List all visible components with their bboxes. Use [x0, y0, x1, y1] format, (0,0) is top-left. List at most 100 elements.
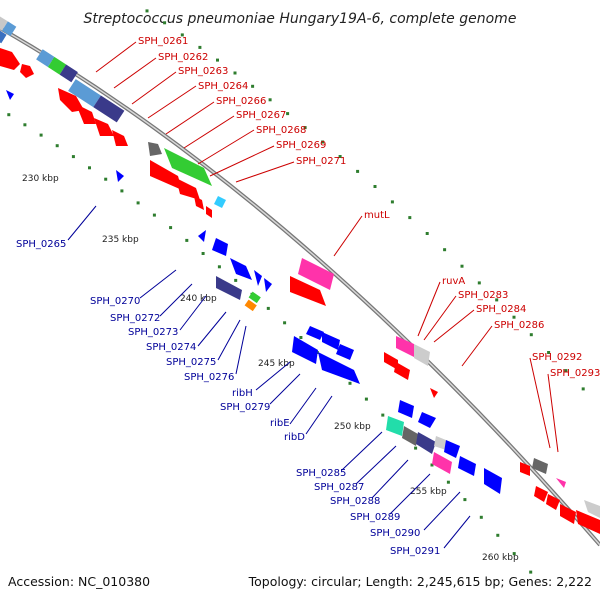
gene-label-sph0274[interactable]: SPH_0274	[146, 342, 196, 353]
gene-label-sph0292[interactable]: SPH_0292	[532, 352, 582, 363]
tick-dot	[446, 480, 450, 484]
tick-dot	[233, 71, 237, 75]
tick-dot	[348, 381, 352, 385]
tick-dot	[425, 232, 429, 235]
gene-label-ruva[interactable]: ruvA	[442, 276, 465, 287]
tick-dot	[430, 463, 434, 467]
tick-dot	[373, 185, 377, 188]
tick-dot	[23, 123, 27, 127]
gene-label-sph0269[interactable]: SPH_0269	[276, 140, 326, 151]
tick-dot	[443, 248, 447, 252]
tick-dot	[299, 336, 303, 339]
gene-label-sph0283[interactable]: SPH_0283	[458, 290, 508, 301]
tick-dot	[303, 126, 307, 130]
map-title: Streptococcus pneumoniae Hungary19A-6, c…	[84, 11, 517, 27]
tick-dot	[479, 515, 483, 519]
gene-label-sph0285[interactable]: SPH_0285	[296, 468, 346, 479]
gene-label-sph0289[interactable]: SPH_0289	[350, 512, 400, 523]
gene-label-sph0288[interactable]: SPH_0288	[330, 496, 380, 507]
summary-text: Topology: circular; Length: 2,245,615 bp…	[248, 574, 592, 589]
tick-dot	[268, 98, 272, 102]
tick-label: 260 kbp	[482, 553, 519, 563]
tick-dot	[198, 45, 202, 49]
gene-label-sph0272[interactable]: SPH_0272	[110, 313, 160, 324]
gene-label-sph0290[interactable]: SPH_0290	[370, 528, 420, 539]
gene-label-sph0291[interactable]: SPH_0291	[390, 546, 440, 557]
tick-dot	[88, 166, 91, 170]
tick-dot	[201, 252, 205, 255]
reverse-connectors	[67, 205, 471, 549]
gene-label-sph0262[interactable]: SPH_0262	[158, 52, 208, 63]
tick-dot	[234, 278, 238, 282]
tick-dot	[547, 351, 551, 354]
tick-dot	[216, 58, 219, 62]
gene-label-sph0276[interactable]: SPH_0276	[184, 372, 234, 383]
forward-connectors	[95, 41, 559, 453]
tick-dot	[408, 216, 412, 220]
gene-label-ribh[interactable]: ribH	[232, 388, 253, 399]
tick-dot	[55, 144, 59, 148]
gene-label-sph0273[interactable]: SPH_0273	[128, 327, 178, 338]
tick-dot	[180, 33, 184, 37]
tick-dot	[477, 281, 481, 285]
gene-label-sph0265[interactable]: SPH_0265	[16, 239, 66, 250]
accession-text: Accession: NC_010380	[8, 574, 150, 589]
tick-dot	[251, 84, 255, 88]
gene-label-sph0287[interactable]: SPH_0287	[314, 482, 364, 493]
tick-dot	[463, 498, 467, 502]
tick-dot	[185, 238, 189, 242]
tick-label: 235 kbp	[102, 235, 139, 245]
tick-dot	[7, 113, 11, 117]
tick-dot	[266, 306, 270, 310]
tick-label: 250 kbp	[334, 422, 371, 432]
gene-features	[0, 11, 600, 534]
gene-label-mutl[interactable]: mutL	[364, 210, 390, 221]
gene-label-sph0261[interactable]: SPH_0261	[138, 36, 188, 47]
gene-label-sph0275[interactable]: SPH_0275	[166, 357, 216, 368]
gene-label-sph0268[interactable]: SPH_0268	[256, 125, 306, 136]
gene-label-sph0270[interactable]: SPH_0270	[90, 296, 140, 307]
gene-label-sph0266[interactable]: SPH_0266	[216, 96, 266, 107]
tick-dot	[460, 264, 464, 268]
tick-dot	[414, 446, 418, 450]
gene-label-sph0279[interactable]: SPH_0279	[220, 402, 270, 413]
gene-label-sph0286[interactable]: SPH_0286	[494, 320, 544, 331]
tick-dot	[145, 9, 149, 13]
tick-dot	[512, 552, 516, 556]
gene-label-sph0264[interactable]: SPH_0264	[198, 81, 248, 92]
gene-label-sph0284[interactable]: SPH_0284	[476, 304, 526, 315]
forward-labels: SPH_0261 SPH_0262 SPH_0263 SPH_0264 SPH_…	[138, 36, 600, 379]
tick-label: 255 kbp	[410, 487, 447, 497]
gene-label-sph0271[interactable]: SPH_0271	[296, 156, 346, 167]
tick-dot	[364, 397, 368, 401]
gene-label-sph0293[interactable]: SPH_0293	[550, 368, 600, 379]
tick-dot	[495, 298, 499, 302]
gene-label-ribd[interactable]: ribD	[284, 432, 305, 443]
tick-dot	[283, 321, 287, 325]
tick-dot	[529, 570, 533, 574]
tick-dot	[71, 155, 75, 159]
gene-label-ribe[interactable]: ribE	[270, 418, 290, 429]
tick-label: 240 kbp	[180, 294, 217, 304]
tick-label: 230 kbp	[22, 174, 59, 184]
tick-dot	[104, 177, 108, 181]
tick-dot	[496, 533, 500, 537]
tick-label: 245 kbp	[258, 359, 295, 369]
gene-label-sph0263[interactable]: SPH_0263	[178, 66, 228, 77]
reverse-labels: SPH_0265 SPH_0270 SPH_0272 SPH_0273 SPH_…	[16, 239, 440, 557]
tick-dot	[321, 140, 325, 144]
tick-dot	[529, 333, 533, 337]
scale-labels: 230 kbp 235 kbp 240 kbp 245 kbp 250 kbp …	[22, 174, 519, 563]
gene-label-sph0267[interactable]: SPH_0267	[236, 110, 286, 121]
tick-dot	[286, 112, 290, 116]
tick-dot	[136, 201, 140, 205]
tick-dot	[163, 21, 167, 25]
tick-dot	[381, 413, 385, 417]
tick-dot	[564, 369, 568, 373]
tick-dot	[217, 265, 221, 269]
tick-dot	[39, 133, 43, 137]
tick-dot	[356, 169, 360, 173]
tick-dot	[338, 155, 342, 158]
tick-dot	[390, 200, 394, 204]
